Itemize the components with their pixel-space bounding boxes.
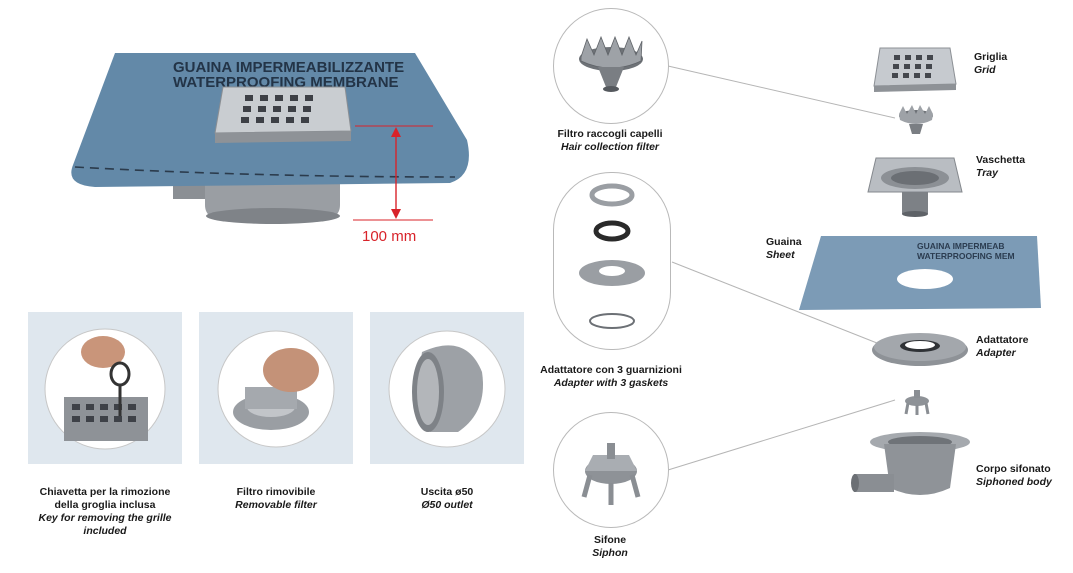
adapter-label: Adattatore Adapter: [976, 334, 1029, 360]
key-image: [44, 328, 166, 450]
connector-siphon: [667, 399, 896, 471]
siphoned-body-part-image: [851, 432, 970, 495]
body-label-subtitle: Siphoned body: [976, 476, 1052, 488]
key-caption-title-2: della groglia inclusa: [54, 499, 156, 511]
body-label: Corpo sifonato Siphoned body: [976, 463, 1052, 489]
siphon-circle: [553, 412, 669, 528]
grid-part-image: [873, 47, 957, 92]
small-filter-part-image: [899, 105, 933, 134]
tray-label-subtitle: Tray: [976, 167, 998, 179]
adapter-gaskets-image: [579, 183, 645, 329]
hair-filter-caption-title: Filtro raccogli capelli: [557, 128, 663, 140]
key-caption-subtitle-2: included: [83, 525, 127, 537]
siphon-caption-title: Sifone: [593, 534, 627, 546]
filter-caption: Filtro rimovibile Removable filter: [200, 486, 352, 512]
tray-part-image: [867, 157, 963, 217]
sheet-label: Guaina Sheet: [766, 236, 802, 262]
tray-label: Vaschetta Tray: [976, 154, 1025, 180]
adapter-label-title: Adattatore: [976, 334, 1029, 346]
removable-filter-image: [217, 330, 335, 448]
dimension-label: 100 mm: [362, 228, 417, 245]
grid-label: Griglia Grid: [974, 51, 1007, 77]
body-label-title: Corpo sifonato: [976, 463, 1051, 475]
adapter-gaskets-pill: [553, 172, 671, 350]
hair-filter-image: [579, 35, 643, 92]
siphon-caption: Sifone Siphon: [560, 534, 660, 560]
tray-label-title: Vaschetta: [976, 154, 1026, 166]
sheet-label-title: Guaina: [766, 236, 802, 248]
connector-adapter: [671, 261, 883, 346]
key-thumbnail: [28, 312, 182, 464]
small-siphon-part-image: [904, 390, 930, 415]
adapter-gaskets-caption-subtitle: Adapter with 3 gaskets: [553, 377, 669, 389]
sheet-text-1: GUAINA IMPERMEAB: [917, 241, 1005, 251]
outlet-image: [388, 330, 506, 448]
key-caption: Chiavetta per la rimozione della groglia…: [30, 486, 180, 538]
grid-label-subtitle: Grid: [974, 64, 996, 76]
siphon-image: [581, 443, 641, 505]
outlet-caption-title: Uscita ø50: [420, 486, 474, 498]
hero-illustration: GUAINA IMPERMEABILIZZANTE WATERPROOFING …: [55, 45, 485, 255]
hair-filter-caption: Filtro raccogli capelli Hair collection …: [540, 128, 680, 154]
key-caption-subtitle: Key for removing the grille: [38, 512, 172, 524]
membrane-text-1: GUAINA IMPERMEABILIZZANTE: [173, 59, 404, 76]
adapter-part-image: [872, 333, 968, 366]
outlet-caption-subtitle: Ø50 outlet: [421, 499, 473, 511]
filter-thumbnail: [199, 312, 353, 464]
grid-label-title: Griglia: [974, 51, 1008, 63]
sheet-text-2: WATERPROOFING MEM: [917, 251, 1015, 261]
hair-filter-circle: [553, 8, 669, 124]
key-caption-title: Chiavetta per la rimozione: [39, 486, 171, 498]
filter-caption-subtitle: Removable filter: [235, 499, 317, 511]
adapter-gaskets-caption: Adattatore con 3 guarnizioni Adapter wit…: [536, 364, 686, 390]
filter-caption-title: Filtro rimovibile: [236, 486, 316, 498]
drain-on-membrane-image: GUAINA IMPERMEABILIZZANTE WATERPROOFING …: [71, 53, 469, 224]
siphon-caption-subtitle: Siphon: [592, 547, 628, 559]
hair-filter-caption-subtitle: Hair collection filter: [560, 141, 660, 153]
connector-filter: [667, 65, 896, 119]
sheet-part-image: GUAINA IMPERMEAB WATERPROOFING MEM: [799, 236, 1041, 310]
adapter-gaskets-caption-title: Adattatore con 3 guarnizioni: [540, 364, 682, 376]
sheet-label-subtitle: Sheet: [766, 249, 795, 261]
adapter-label-subtitle: Adapter: [976, 347, 1016, 359]
outlet-caption: Uscita ø50 Ø50 outlet: [371, 486, 523, 512]
outlet-thumbnail: [370, 312, 524, 464]
